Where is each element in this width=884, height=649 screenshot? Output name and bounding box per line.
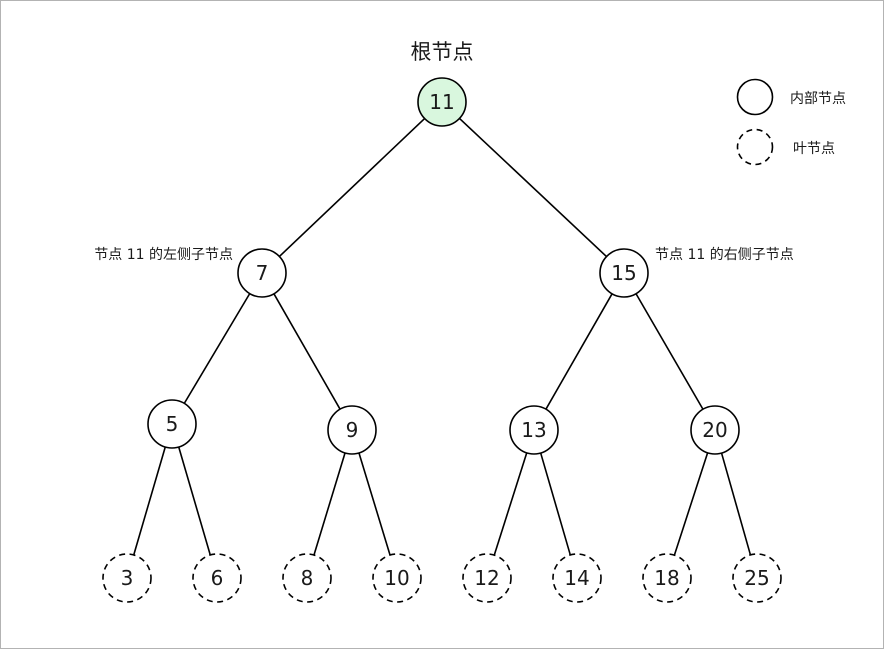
left-child-caption: 节点 11 的左侧子节点	[94, 247, 233, 263]
node-circle	[732, 553, 782, 603]
legend-internal-node-icon	[736, 78, 774, 116]
edge-5-3	[132, 446, 167, 556]
node-circle	[462, 553, 512, 603]
edge-20-18	[673, 452, 709, 556]
internal-node-9: 9	[327, 405, 377, 455]
edge-11-7	[278, 117, 426, 258]
edge-13-14	[539, 452, 572, 556]
node-value: 8	[301, 566, 314, 590]
node-circle	[147, 399, 197, 449]
edge-9-10	[358, 452, 391, 556]
internal-node-13: 13	[509, 405, 559, 455]
internal-node-15: 15	[599, 248, 649, 298]
node-value: 11	[429, 90, 454, 114]
tree-nodes: 11 7 5 3 6 9 8 10 15 13 12 14 20 18 25	[102, 77, 782, 603]
internal-node-7: 7	[237, 248, 287, 298]
legend-internal-node-label: 内部节点	[790, 91, 846, 107]
node-value: 6	[211, 566, 224, 590]
edge-13-12	[493, 452, 528, 556]
node-circle	[599, 248, 649, 298]
edge-20-25	[720, 452, 752, 556]
tree-edges	[132, 117, 752, 556]
leaf-node-6: 6	[192, 553, 242, 603]
node-circle	[372, 553, 422, 603]
edge-7-5	[183, 293, 251, 404]
node-circle	[237, 248, 287, 298]
leaf-node-25: 25	[732, 553, 782, 603]
edge-9-8	[313, 452, 346, 556]
leaf-node-12: 12	[462, 553, 512, 603]
leaf-node-14: 14	[552, 553, 602, 603]
internal-node-20: 20	[690, 405, 740, 455]
leaf-node-8: 8	[282, 553, 332, 603]
node-value: 7	[256, 261, 269, 285]
leaf-node-3: 3	[102, 553, 152, 603]
node-circle	[642, 553, 692, 603]
node-value: 5	[166, 412, 179, 436]
internal-node-5: 5	[147, 399, 197, 449]
node-circle	[282, 553, 332, 603]
node-value: 20	[702, 418, 727, 442]
node-value: 12	[474, 566, 499, 590]
root-node-11: 11	[417, 77, 467, 127]
node-value: 18	[654, 566, 679, 590]
node-value: 15	[611, 261, 636, 285]
edge-15-20	[635, 293, 704, 410]
edge-7-9	[273, 293, 341, 410]
edge-11-15	[458, 117, 608, 258]
edge-5-6	[177, 446, 212, 556]
leaf-node-10: 10	[372, 553, 422, 603]
node-circle	[509, 405, 559, 455]
legend-leaf-node-label: 叶节点	[793, 141, 835, 157]
node-circle	[417, 77, 467, 127]
node-value: 9	[346, 418, 359, 442]
right-child-caption: 节点 11 的右侧子节点	[655, 247, 794, 263]
node-circle	[552, 553, 602, 603]
legend: 内部节点 叶节点	[736, 78, 846, 166]
leaf-node-18: 18	[642, 553, 692, 603]
legend-leaf-node-icon	[736, 128, 774, 166]
node-value: 13	[521, 418, 546, 442]
edge-15-13	[545, 293, 613, 410]
node-value: 14	[564, 566, 589, 590]
node-value: 10	[384, 566, 409, 590]
node-circle	[192, 553, 242, 603]
node-circle	[690, 405, 740, 455]
node-circle	[327, 405, 377, 455]
node-value: 25	[744, 566, 769, 590]
root-node-title: 根节点	[411, 40, 474, 64]
node-value: 3	[121, 566, 134, 590]
node-circle	[102, 553, 152, 603]
